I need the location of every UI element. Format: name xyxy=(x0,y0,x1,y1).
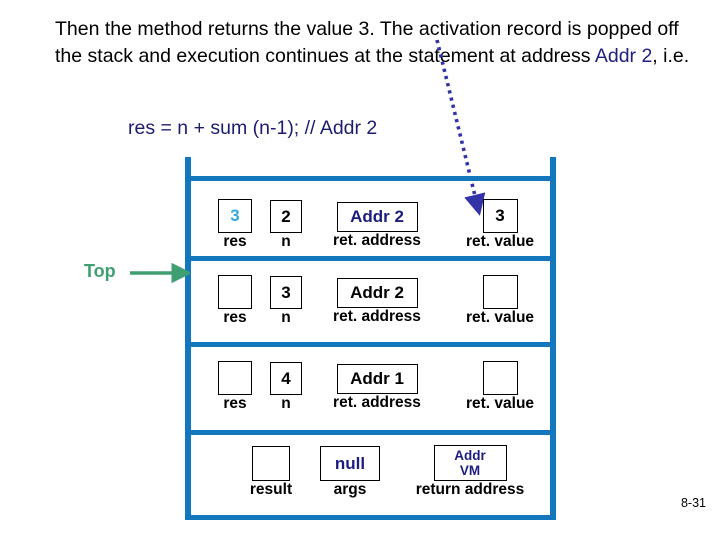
label-res: res xyxy=(223,395,247,412)
cell-result: result xyxy=(225,446,317,499)
value-box-args: null xyxy=(320,446,380,481)
top-pointer-label: Top xyxy=(84,261,116,281)
label-n: n xyxy=(281,233,291,250)
value-box-ret-address: Addr 2 xyxy=(336,278,418,308)
stack-frame-1: 3 res 2 n Addr 2 ret. address 3 ret. val… xyxy=(185,181,556,256)
code-line: res = n + sum (n-1); // Addr 2 xyxy=(128,117,378,139)
label-res: res xyxy=(223,233,247,250)
label-args: args xyxy=(333,481,367,498)
label-res: res xyxy=(223,309,247,326)
value-box-res xyxy=(218,275,252,309)
cell-n: 2 n xyxy=(262,200,310,251)
label-ret-value: ret. value xyxy=(465,309,535,326)
label-ret-value: ret. value xyxy=(465,233,535,250)
cell-n: 3 n xyxy=(262,276,310,327)
label-return-address: return address xyxy=(415,481,525,498)
stack-frame-3: res 4 n Addr 1 ret. address ret. value xyxy=(185,347,556,430)
body-paragraph: Then the method returns the value 3. The… xyxy=(55,16,695,70)
stack-divider-1 xyxy=(185,256,556,261)
label-n: n xyxy=(281,309,291,326)
paragraph-text-part-2: , i.e. xyxy=(652,45,690,67)
cell-res: 3 res xyxy=(210,199,260,251)
stack-divider-2 xyxy=(185,342,556,347)
value-box-n: 3 xyxy=(270,276,302,309)
value-box-res xyxy=(218,361,252,395)
cell-ret-value: ret. value xyxy=(450,275,550,327)
stack-frame-2: res 3 n Addr 2 ret. address ret. value xyxy=(185,261,556,342)
value-box-ret-value xyxy=(482,361,518,395)
label-ret-value: ret. value xyxy=(465,395,535,412)
paragraph-text-part-1: Then the method returns the value 3. The… xyxy=(55,18,679,67)
cell-res: res xyxy=(210,361,260,413)
value-box-ret-value xyxy=(482,275,518,309)
value-box-n: 2 xyxy=(270,200,302,233)
top-pointer-arrow-icon xyxy=(130,263,190,283)
label-ret-address: ret. address xyxy=(333,308,421,325)
label-n: n xyxy=(281,395,291,412)
value-box-return-address: Addr VM xyxy=(433,445,507,481)
cell-ret-value: 3 ret. value xyxy=(450,199,550,251)
cell-n: 4 n xyxy=(262,362,310,413)
cell-args: null args xyxy=(308,446,392,499)
stack-divider-3 xyxy=(185,430,556,435)
value-box-ret-address: Addr 2 xyxy=(336,202,418,232)
cell-res: res xyxy=(210,275,260,327)
stack-divider-bottom xyxy=(185,515,556,520)
cell-ret-address: Addr 1 ret. address xyxy=(307,364,447,412)
page-number: 8-31 xyxy=(680,496,706,510)
cell-ret-value: ret. value xyxy=(450,361,550,413)
stack-divider-top xyxy=(185,176,556,181)
cell-return-address: Addr VM return address xyxy=(390,445,550,499)
value-box-result xyxy=(252,446,290,481)
label-ret-address: ret. address xyxy=(333,394,421,411)
value-box-n: 4 xyxy=(270,362,302,395)
paragraph-addr-reference: Addr 2 xyxy=(594,45,653,67)
stack-outline xyxy=(185,157,556,520)
value-box-res: 3 xyxy=(218,199,252,233)
stack-frame-main: result null args Addr VM return address xyxy=(185,435,556,515)
cell-ret-address: Addr 2 ret. address xyxy=(307,278,447,326)
label-ret-address: ret. address xyxy=(333,232,421,249)
label-result: result xyxy=(249,481,293,498)
value-box-ret-value: 3 xyxy=(482,199,518,233)
cell-ret-address: Addr 2 ret. address xyxy=(307,202,447,250)
value-box-ret-address: Addr 1 xyxy=(336,364,418,394)
